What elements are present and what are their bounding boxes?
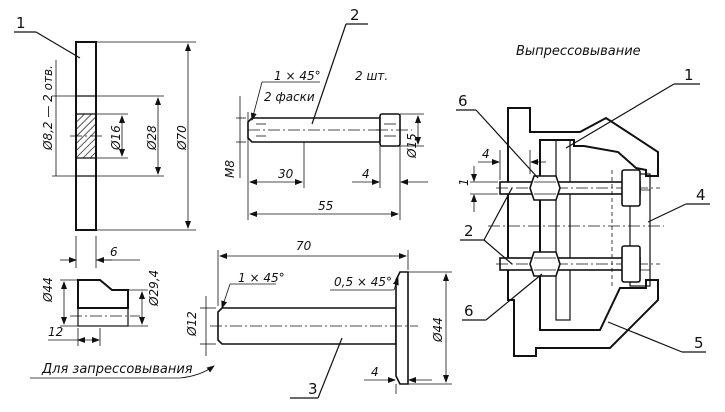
dim-d44-mandrel: Ø44 (431, 317, 445, 343)
chamfer-count: 2 фаски (264, 90, 315, 104)
caption-pressing: Для запрессовывания (41, 362, 193, 377)
part-2-screw (247, 113, 412, 147)
dim-55: 55 (318, 199, 333, 213)
quantity-note: 2 шт. (355, 69, 388, 83)
dim-12: 12 (48, 325, 63, 339)
label-2-top: 2 (350, 6, 360, 24)
part-3-mandrel (210, 271, 418, 385)
part-1-disk (70, 41, 102, 231)
part-1-dimensions (52, 41, 196, 268)
dim-d29-4: Ø29,4 (147, 270, 161, 307)
dim-6: 6 (110, 245, 118, 259)
dim-d44-bushing: Ø44 (41, 277, 55, 303)
label-1-right: 1 (684, 66, 694, 84)
dim-4-assembly: 4 (482, 147, 490, 161)
label-4: 4 (696, 186, 706, 204)
part-2-dimensions (236, 81, 428, 220)
dim-d15: Ø15 (405, 133, 419, 159)
caption-pressing-out: Выпрессовывание (516, 44, 641, 59)
dim-d12: Ø12 (185, 311, 199, 337)
dim-d70: Ø70 (175, 125, 189, 151)
label-5: 5 (694, 334, 704, 352)
dim-30: 30 (278, 167, 294, 181)
pressing-bushing (70, 279, 140, 327)
dim-d28: Ø28 (145, 125, 159, 151)
part-3-dimensions (200, 250, 452, 394)
dim-70: 70 (296, 239, 312, 253)
dim-4-mandrel: 4 (371, 365, 379, 379)
label-1-left: 1 (16, 14, 26, 32)
chamfer-0-5x45: 0,5 × 45° (334, 275, 392, 289)
chamfer-1x45-screw: 1 × 45° (274, 69, 321, 83)
bushing-dimensions (48, 279, 148, 346)
label-3: 3 (308, 380, 318, 398)
label-2-assembly: 2 (464, 222, 474, 240)
dim-d16: Ø16 (109, 125, 123, 151)
assembly-view (488, 107, 664, 357)
dim-m8: M8 (223, 160, 237, 178)
dim-holes: Ø8,2 — 2 отв. (41, 65, 55, 151)
label-6-bottom: 6 (464, 302, 474, 320)
chamfer-1x45-mandrel: 1 × 45° (238, 271, 285, 285)
label-6-top: 6 (458, 92, 468, 110)
dim-4-screw: 4 (362, 167, 370, 181)
dim-1-assembly: 1 (457, 178, 471, 186)
